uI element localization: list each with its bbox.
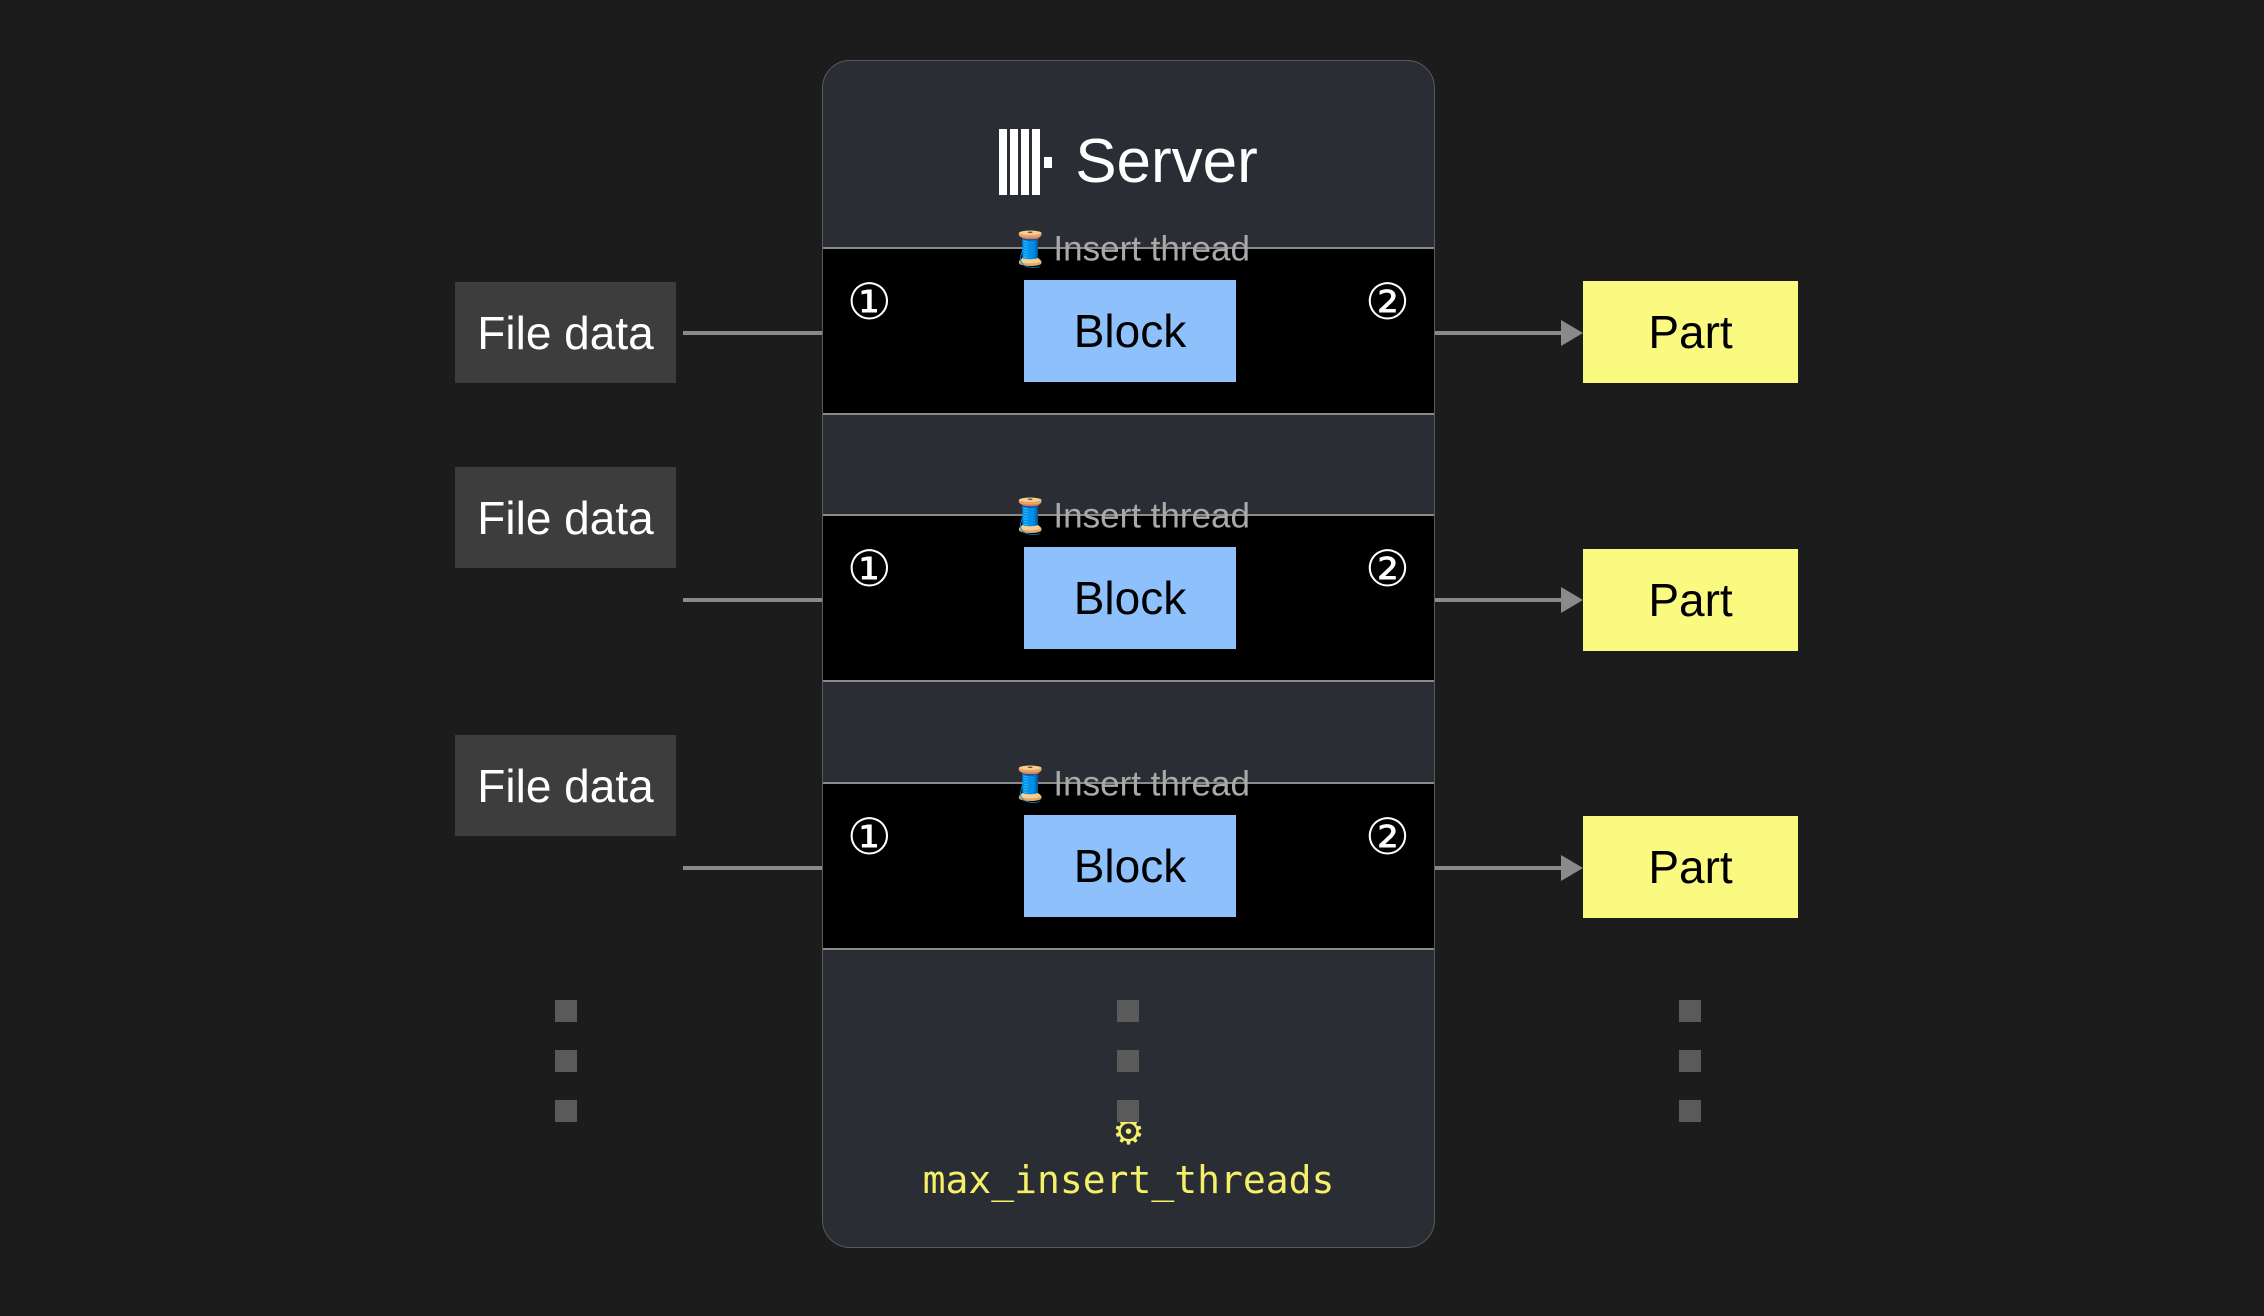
insert-thread-lane-2: 🧵 Insert thread ① ② Block (823, 499, 1434, 682)
server-title: Server (823, 129, 1434, 195)
ellipsis-dot (1679, 1000, 1701, 1022)
step-number-in-2: ① (847, 540, 892, 598)
part-box-1: Part (1583, 281, 1798, 383)
ellipsis-dot (555, 1050, 577, 1072)
ellipsis-dot (1679, 1050, 1701, 1072)
arrow-head (1561, 587, 1583, 613)
step-number-out-1: ② (1365, 273, 1410, 331)
insert-thread-label-text: Insert thread (1053, 764, 1250, 804)
thread-spool-icon: 🧵 (1009, 497, 1052, 535)
file-data-box-3: File data (455, 735, 676, 836)
file-data-label: File data (477, 306, 654, 359)
thread-spool-icon: 🧵 (1009, 230, 1052, 268)
part-box-3: Part (1583, 816, 1798, 918)
step-number-in-1: ① (847, 273, 892, 331)
ellipsis-dot (1117, 1050, 1139, 1072)
insert-thread-lane-3: 🧵 Insert thread ① ② Block (823, 767, 1434, 950)
ellipsis-part-column (1679, 1000, 1701, 1122)
file-data-label: File data (477, 759, 654, 812)
ellipsis-dot (555, 1100, 577, 1122)
block-label: Block (1073, 840, 1187, 892)
ellipsis-block-column (1117, 1000, 1139, 1122)
file-data-label: File data (477, 491, 654, 544)
server-title-label: Server (1075, 127, 1258, 196)
part-box-2: Part (1583, 549, 1798, 651)
insert-thread-label-text: Insert thread (1053, 229, 1250, 269)
block-label: Block (1073, 305, 1187, 357)
ellipsis-dot (1117, 1000, 1139, 1022)
part-label: Part (1648, 306, 1733, 358)
arrow-head (1561, 855, 1583, 881)
block-box-2: Block (1024, 547, 1236, 649)
part-label: Part (1648, 841, 1733, 893)
step-number-in-3: ① (847, 808, 892, 866)
file-data-box-2: File data (455, 467, 676, 568)
insert-thread-label-1: 🧵 Insert thread (1009, 232, 1250, 267)
insert-thread-label-text: Insert thread (1053, 496, 1250, 536)
insert-thread-lane-1: 🧵 Insert thread ① ② Block (823, 232, 1434, 415)
ellipsis-file-data-column (555, 1000, 577, 1122)
part-label: Part (1648, 574, 1733, 626)
block-box-3: Block (1024, 815, 1236, 917)
block-box-1: Block (1024, 280, 1236, 382)
ellipsis-dot (1679, 1100, 1701, 1122)
arrow-head (1561, 320, 1583, 346)
insert-thread-label-3: 🧵 Insert thread (1009, 767, 1250, 802)
max-insert-threads-setting: ⚙ max_insert_threads (823, 1115, 1434, 1202)
ellipsis-dot (555, 1000, 577, 1022)
insert-thread-label-2: 🧵 Insert thread (1009, 499, 1250, 534)
block-label: Block (1073, 572, 1187, 624)
thread-spool-icon: 🧵 (1009, 765, 1052, 803)
file-data-box-1: File data (455, 282, 676, 383)
setting-name-label: max_insert_threads (922, 1158, 1335, 1202)
step-number-out-3: ② (1365, 808, 1410, 866)
clickhouse-logo-icon (999, 129, 1053, 195)
ellipsis-dot (1117, 1100, 1139, 1122)
step-number-out-2: ② (1365, 540, 1410, 598)
